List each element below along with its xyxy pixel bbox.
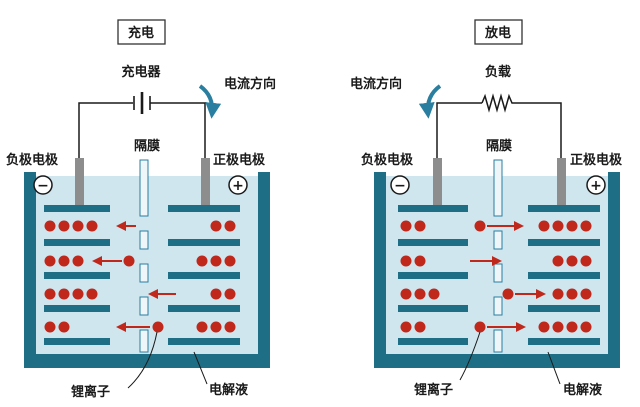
charge-positive-ions: [196, 220, 236, 333]
load-label: 负载: [485, 64, 511, 80]
discharge-positive-label: 正极电极: [570, 152, 623, 168]
discharge-ion-callout-line: [459, 331, 481, 381]
discharge-wire-left: [436, 102, 482, 182]
charge-ion-label: 锂离子: [71, 384, 110, 400]
discharge-wire-right: [514, 102, 562, 182]
discharge-title-box: [474, 19, 523, 45]
discharge-positive-sign-icon: [586, 175, 606, 195]
discharge-current-arrow: [418, 84, 442, 119]
discharge-electrolyte-callout-line: [547, 351, 561, 385]
discharge-negative-sign: −: [394, 178, 406, 194]
battery-symbol-icon: [133, 92, 151, 114]
discharge-positive-sign: +: [590, 178, 602, 194]
charge-title: 充电: [128, 25, 154, 41]
discharge-moving-ions: [470, 220, 546, 333]
discharge-panel: 放电 负载 电流方向 隔膜 负极电极 正极电极 − +: [350, 19, 623, 398]
charge-negative-sign: −: [37, 178, 49, 194]
resistor-icon: [481, 93, 514, 113]
discharge-negative-sign-icon: [390, 175, 410, 195]
charge-negative-plates: [44, 205, 110, 345]
discharge-positive-rod: [557, 158, 566, 206]
charge-negative-label: 负极电极: [6, 152, 59, 168]
discharge-positive-plates: [528, 205, 600, 345]
charge-negative-rod: [75, 158, 84, 206]
charge-wire-right: [150, 102, 206, 182]
charge-ion-callout-line: [127, 331, 158, 389]
charge-current-label: 电流方向: [224, 76, 276, 92]
charge-electrolyte-label: 电解液: [209, 382, 248, 398]
discharge-separator-label: 隔膜: [486, 138, 512, 154]
charge-electrolyte-callout-line: [193, 351, 208, 385]
charge-negative-ions: [44, 220, 98, 333]
charge-separator: [139, 159, 149, 353]
charge-positive-plates: [168, 205, 240, 345]
charger-label: 充电器: [121, 64, 161, 80]
discharge-separator: [493, 159, 503, 353]
discharge-current-label: 电流方向: [350, 76, 402, 92]
discharge-negative-rod: [433, 158, 442, 206]
charge-moving-ions: [92, 221, 176, 333]
charge-positive-sign: +: [232, 178, 244, 194]
charge-current-arrow: [198, 84, 222, 119]
charge-wire-left: [78, 102, 133, 182]
charge-positive-label: 正极电极: [213, 152, 266, 168]
charge-panel: 充电 充电器 电流方向 隔膜 负极电极 正极电极 − +: [6, 19, 276, 400]
discharge-positive-ions: [538, 220, 592, 333]
charge-positive-sign-icon: [228, 175, 248, 195]
charge-positive-rod: [201, 158, 210, 206]
discharge-title: 放电: [484, 25, 511, 41]
charge-negative-sign-icon: [33, 175, 53, 195]
discharge-negative-label: 负极电极: [361, 152, 414, 168]
charge-title-box: [117, 19, 166, 45]
discharge-negative-plates: [398, 205, 468, 345]
discharge-negative-ions: [400, 220, 440, 333]
discharge-ion-label: 锂离子: [414, 382, 453, 398]
charge-separator-label: 隔膜: [134, 138, 160, 154]
discharge-electrolyte-label: 电解液: [563, 382, 602, 398]
